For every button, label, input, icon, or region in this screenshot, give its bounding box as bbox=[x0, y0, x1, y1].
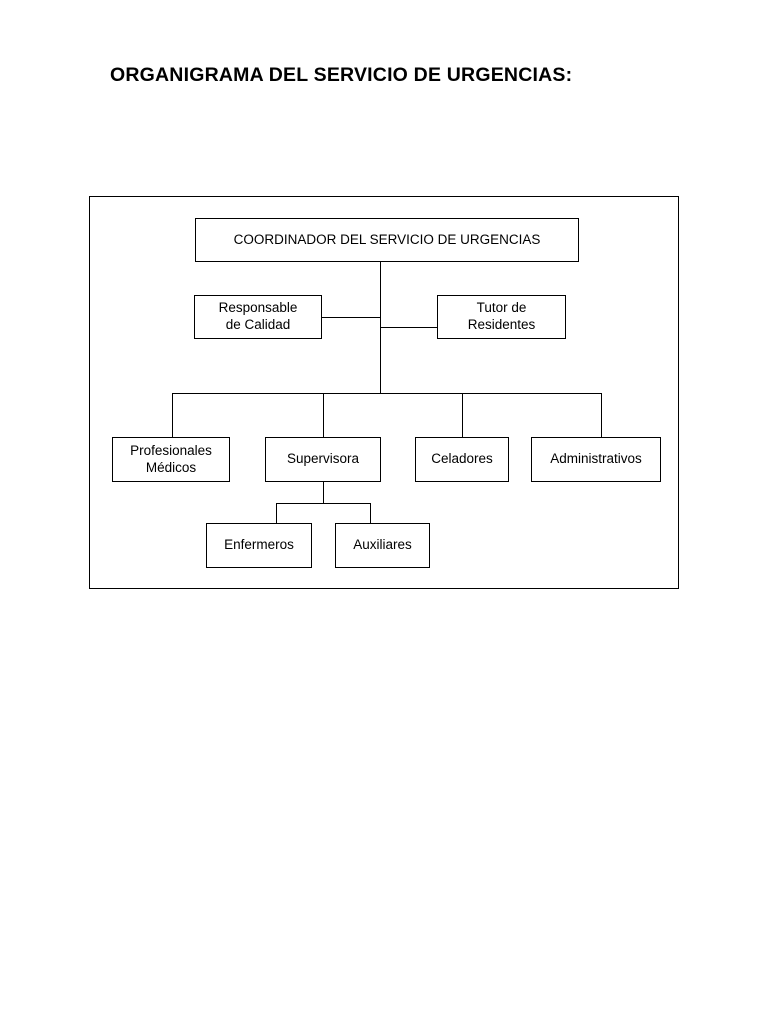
org-node-auxiliares[interactable]: Auxiliares bbox=[335, 523, 430, 568]
org-node-coordinador[interactable]: COORDINADOR DEL SERVICIO DE URGENCIAS bbox=[195, 218, 579, 262]
connector-to-enfermeros bbox=[276, 503, 277, 523]
connector-supervisora-spine bbox=[323, 482, 324, 503]
org-node-enfermeros[interactable]: Enfermeros bbox=[206, 523, 312, 568]
org-node-responsable-calidad[interactable]: Responsable de Calidad bbox=[194, 295, 322, 339]
org-node-celadores[interactable]: Celadores bbox=[415, 437, 509, 482]
page-title: ORGANIGRAMA DEL SERVICIO DE URGENCIAS: bbox=[110, 64, 573, 86]
org-node-label: Profesionales Médicos bbox=[130, 442, 212, 475]
connector-to-responsable bbox=[322, 317, 381, 318]
connector-to-supervisora bbox=[323, 393, 324, 437]
org-node-label: Enfermeros bbox=[224, 537, 294, 553]
connector-to-celadores bbox=[462, 393, 463, 437]
org-node-administrativos[interactable]: Administrativos bbox=[531, 437, 661, 482]
org-node-label: Responsable de Calidad bbox=[218, 300, 298, 332]
connector-to-profesionales bbox=[172, 393, 173, 437]
org-chart-frame: COORDINADOR DEL SERVICIO DE URGENCIAS Re… bbox=[89, 196, 679, 589]
connector-distributor-level3 bbox=[172, 393, 601, 394]
org-node-profesionales-medicos[interactable]: Profesionales Médicos bbox=[112, 437, 230, 482]
connector-to-tutor bbox=[380, 327, 438, 328]
org-node-tutor-residentes[interactable]: Tutor de Residentes bbox=[437, 295, 566, 339]
org-node-label: Administrativos bbox=[550, 451, 642, 467]
org-node-label: Auxiliares bbox=[353, 537, 412, 553]
org-node-label: Celadores bbox=[431, 451, 493, 467]
connector-to-administrativos bbox=[601, 393, 602, 437]
connector-to-auxiliares bbox=[370, 503, 371, 523]
org-node-supervisora[interactable]: Supervisora bbox=[265, 437, 381, 482]
org-node-label: Supervisora bbox=[286, 451, 360, 467]
org-node-label: COORDINADOR DEL SERVICIO DE URGENCIAS bbox=[233, 231, 541, 247]
org-node-label: Tutor de Residentes bbox=[467, 300, 536, 332]
connector-distributor-level4 bbox=[276, 503, 370, 504]
